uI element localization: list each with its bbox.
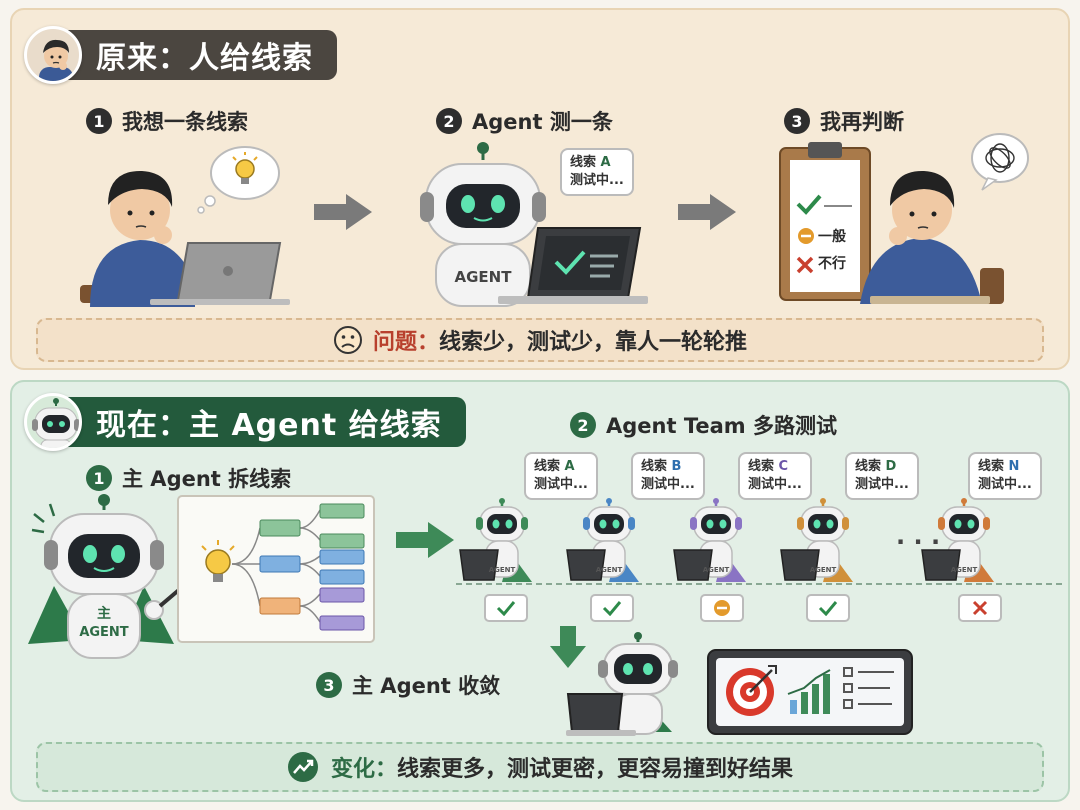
problem-text: 线索少，测试少，靠人一轮轮推 — [439, 330, 748, 355]
robot-avatar-icon — [24, 393, 82, 451]
arrow-right-icon — [396, 522, 454, 558]
main-agent-robot-illustration: 主 AGENT — [28, 494, 202, 659]
step-number: 1 — [86, 108, 112, 134]
result-fail-icon — [958, 594, 1002, 622]
change-label: 变化： — [330, 757, 397, 782]
target-icon — [726, 665, 777, 716]
results-dashboard — [707, 649, 913, 735]
step-label: 主 Agent 拆线索 — [122, 467, 292, 491]
main-agent-label-line1: 主 — [97, 605, 111, 622]
step-number: 1 — [86, 465, 112, 491]
person-avatar-icon — [24, 26, 82, 84]
clue-map-board — [177, 495, 375, 643]
step-number: 3 — [316, 672, 342, 698]
step-label: Agent 测一条 — [472, 110, 613, 134]
lightbulb-icon — [201, 540, 235, 582]
clipboard-item-no: 不行 — [818, 256, 846, 272]
bar-chart-icon — [787, 669, 831, 714]
step-3-converge: 3 主 Agent 收敛 — [316, 670, 500, 700]
team-agent-robot-a: AGENT — [459, 498, 532, 582]
header-before: 原来：人给线索 — [24, 26, 337, 84]
change-summary: 变化： 线索更多，测试更密，更容易撞到好结果 — [36, 742, 1044, 792]
agent-robot-illustration: AGENT — [420, 142, 648, 307]
clipboard-icon — [779, 142, 871, 301]
thinking-person-illustration — [80, 146, 290, 307]
header-now-title: 现在：主 Agent 给线索 — [68, 397, 466, 447]
team-agent-robot-b: AGENT — [566, 498, 639, 582]
step-number: 2 — [436, 108, 462, 134]
step-number: 2 — [570, 412, 596, 438]
header-before-title: 原来：人给线索 — [68, 30, 337, 80]
robot-label: AGENT — [455, 268, 513, 286]
team-baseline — [456, 583, 1062, 585]
team-agent-robot-c: AGENT — [673, 498, 746, 582]
step-label: 我想一条线索 — [122, 110, 248, 134]
trend-up-icon — [287, 752, 318, 782]
clipboard-item-ok: 一般 — [818, 229, 846, 245]
converge-agent-robot-illustration — [566, 632, 678, 736]
header-now: 现在：主 Agent 给线索 — [24, 393, 466, 451]
team-agent-robot-n: AGENT — [921, 498, 994, 582]
sad-face-icon — [333, 326, 362, 354]
team-agent-robot-d: AGENT — [780, 498, 853, 582]
team-robot-label: AGENT — [810, 566, 837, 574]
step-2-team-test: 2 Agent Team 多路测试 — [570, 410, 837, 440]
team-robot-label: AGENT — [596, 566, 623, 574]
step-2-agent-test-one: 2 Agent 测一条 — [436, 106, 613, 136]
result-pass-icon — [590, 594, 634, 622]
speech-bubble-clue-a: 线索 A 测试中... — [560, 148, 634, 196]
result-neutral-icon — [700, 594, 744, 622]
step-number: 3 — [784, 108, 810, 134]
judging-person-illustration — [860, 133, 1029, 304]
step-label: Agent Team 多路测试 — [606, 414, 837, 438]
more-agents-ellipsis: · · · — [896, 528, 941, 556]
step-3-judge: 3 我再判断 — [784, 106, 904, 136]
problem-label: 问题： — [372, 330, 439, 355]
result-pass-icon — [484, 594, 528, 622]
step-label: 我再判断 — [820, 110, 904, 134]
result-pass-icon — [806, 594, 850, 622]
lightbulb-icon — [232, 152, 258, 184]
arrow-right-icon — [678, 194, 736, 230]
arrow-down-icon — [550, 626, 586, 668]
arrow-right-icon — [314, 194, 372, 230]
checklist-icon — [843, 667, 894, 709]
team-robot-label: AGENT — [703, 566, 730, 574]
step-label: 主 Agent 收敛 — [352, 674, 501, 698]
team-robot-label: AGENT — [489, 566, 516, 574]
team-robot-label: AGENT — [951, 566, 978, 574]
step-1-think-clue: 1 我想一条线索 — [86, 106, 248, 136]
step-1-split-clues: 1 主 Agent 拆线索 — [86, 463, 291, 493]
problem-summary: 问题： 线索少，测试少，靠人一轮轮推 — [36, 318, 1044, 362]
change-text: 线索更多，测试更密，更容易撞到好结果 — [397, 757, 794, 782]
main-agent-label-line2: AGENT — [79, 625, 128, 640]
